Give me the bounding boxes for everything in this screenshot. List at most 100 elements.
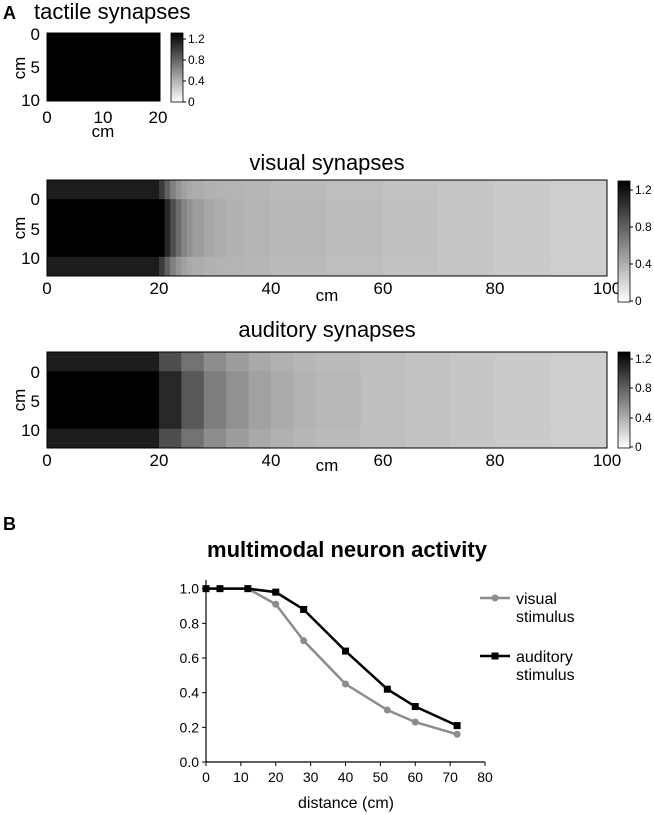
visual-cell-bottom-9 bbox=[215, 256, 227, 277]
auditory-xtick-3: 60 bbox=[374, 451, 393, 470]
visual-ylabel: cm bbox=[10, 217, 29, 240]
activity-ytick-4: 0.8 bbox=[180, 615, 200, 631]
activity-xtick-3: 30 bbox=[303, 769, 319, 785]
auditory-cell-top-12 bbox=[495, 352, 552, 372]
visual-cell-bottom-2 bbox=[164, 256, 171, 277]
visual-cell-bottom-0 bbox=[47, 256, 160, 277]
activity-xtick-7: 70 bbox=[442, 769, 458, 785]
legend: visual stimulus auditory stimulus bbox=[480, 591, 575, 684]
visual-cell-center-2 bbox=[164, 199, 171, 258]
visual-cell-bottom-7 bbox=[192, 256, 205, 277]
visual-cell-top-16 bbox=[495, 180, 552, 200]
visual-cell-top-0 bbox=[47, 180, 160, 200]
tactile-cb-tick-0: 1.2 bbox=[188, 32, 205, 46]
auditory-cell-center-11 bbox=[450, 371, 496, 430]
series-1-point-1 bbox=[216, 585, 224, 593]
auditory-ylabel: cm bbox=[10, 389, 29, 412]
visual-cb-tick-2: 0.4 bbox=[635, 257, 652, 271]
visual-cell-center-0 bbox=[47, 199, 160, 258]
visual-cell-top-6 bbox=[187, 180, 194, 200]
tactile-xtick-2: 20 bbox=[149, 108, 168, 127]
visual-cb-tick-1: 0.8 bbox=[635, 220, 652, 234]
visual-cell-center-1 bbox=[159, 199, 166, 258]
visual-cell-top-4 bbox=[175, 180, 182, 200]
auditory-cell-center-4 bbox=[226, 371, 250, 430]
tactile-cb-tick-2: 0.4 bbox=[188, 74, 205, 88]
visual-cell-center-16 bbox=[495, 199, 552, 258]
visual-cell-top-7 bbox=[192, 180, 205, 200]
tactile-ytick-1: 5 bbox=[31, 58, 40, 77]
visual-cell-bottom-12 bbox=[271, 256, 328, 277]
series-0-point-3 bbox=[272, 600, 280, 608]
visual-cell-bottom-17 bbox=[551, 256, 608, 277]
activity-ytick-5: 1.0 bbox=[180, 581, 200, 597]
auditory-cb-tick-0: 1.2 bbox=[635, 352, 652, 366]
visual-title: visual synapses bbox=[249, 150, 404, 175]
auditory-cell-bottom-5 bbox=[248, 428, 272, 449]
auditory-cell-center-12 bbox=[495, 371, 552, 430]
visual-cell-center-7 bbox=[192, 199, 205, 258]
visual-cell-center-15 bbox=[439, 199, 496, 258]
auditory-cell-center-5 bbox=[248, 371, 272, 430]
legend-visual-line2: stimulus bbox=[516, 609, 575, 626]
activity-ytick-3: 0.6 bbox=[180, 650, 200, 666]
series-1-point-5 bbox=[342, 647, 349, 655]
tactile-heatmap: tactile synapses 0 10 20 0 5 10 cm cm 1.… bbox=[10, 0, 205, 141]
auditory-cell-top-13 bbox=[551, 352, 608, 372]
visual-cell-center-5 bbox=[181, 199, 188, 258]
auditory-cell-top-1 bbox=[159, 352, 182, 372]
series-line-0 bbox=[206, 587, 458, 736]
visual-frame bbox=[46, 179, 608, 277]
auditory-cell-top-3 bbox=[203, 352, 227, 372]
activity-xtick-2: 20 bbox=[268, 769, 284, 785]
tactile-cb-tick-1: 0.8 bbox=[188, 53, 205, 67]
visual-ytick-2: 10 bbox=[21, 249, 40, 268]
series-0-point-4 bbox=[300, 637, 308, 645]
visual-cell-bottom-11 bbox=[243, 256, 272, 277]
activity-xtick-1: 10 bbox=[233, 769, 249, 785]
auditory-cell-center-0 bbox=[47, 371, 160, 430]
auditory-cell-bottom-2 bbox=[181, 428, 205, 449]
visual-cb-tick-0: 1.2 bbox=[635, 183, 652, 197]
visual-cell-top-3 bbox=[170, 180, 177, 200]
auditory-cell-center-10 bbox=[405, 371, 451, 430]
auditory-xlabel: cm bbox=[316, 456, 339, 475]
visual-cell-center-4 bbox=[175, 199, 182, 258]
visual-cell-top-15 bbox=[439, 180, 496, 200]
legend-visual-marker bbox=[491, 594, 499, 602]
visual-cell-bottom-3 bbox=[170, 256, 177, 277]
series-1-point-2 bbox=[244, 585, 252, 593]
tactile-title: tactile synapses bbox=[34, 0, 191, 24]
tactile-xtick-1: 10 bbox=[94, 108, 113, 127]
auditory-cell-top-4 bbox=[226, 352, 250, 372]
visual-cell-bottom-6 bbox=[187, 256, 194, 277]
activity-xtick-4: 40 bbox=[338, 769, 354, 785]
visual-colorbar: 1.2 0.8 0.4 0 bbox=[617, 180, 652, 308]
series-0-point-5 bbox=[342, 680, 349, 688]
series-0-point-7 bbox=[411, 718, 419, 726]
visual-cell-top-12 bbox=[271, 180, 328, 200]
activity-xtick-5: 50 bbox=[373, 769, 389, 785]
auditory-cell-bottom-3 bbox=[203, 428, 227, 449]
auditory-cell-center-7 bbox=[293, 371, 317, 430]
auditory-cell-top-10 bbox=[405, 352, 451, 372]
visual-xtick-5: 100 bbox=[593, 279, 621, 298]
visual-cell-bottom-8 bbox=[203, 256, 216, 277]
auditory-cell-bottom-12 bbox=[495, 428, 552, 449]
visual-cell-center-14 bbox=[383, 199, 440, 258]
visual-cell-top-1 bbox=[159, 180, 166, 200]
tactile-colorbar: 1.2 0.8 0.4 0 bbox=[170, 32, 205, 109]
series-1-point-6 bbox=[383, 685, 391, 693]
auditory-cell-top-8 bbox=[315, 352, 362, 372]
auditory-cell-center-9 bbox=[360, 371, 406, 430]
activity-xtick-8: 80 bbox=[477, 769, 493, 785]
activity-ytick-2: 0.4 bbox=[180, 685, 200, 701]
auditory-cell-bottom-10 bbox=[405, 428, 451, 449]
auditory-cell-center-8 bbox=[315, 371, 362, 430]
auditory-title: auditory synapses bbox=[238, 317, 415, 342]
auditory-cell-center-6 bbox=[271, 371, 294, 430]
